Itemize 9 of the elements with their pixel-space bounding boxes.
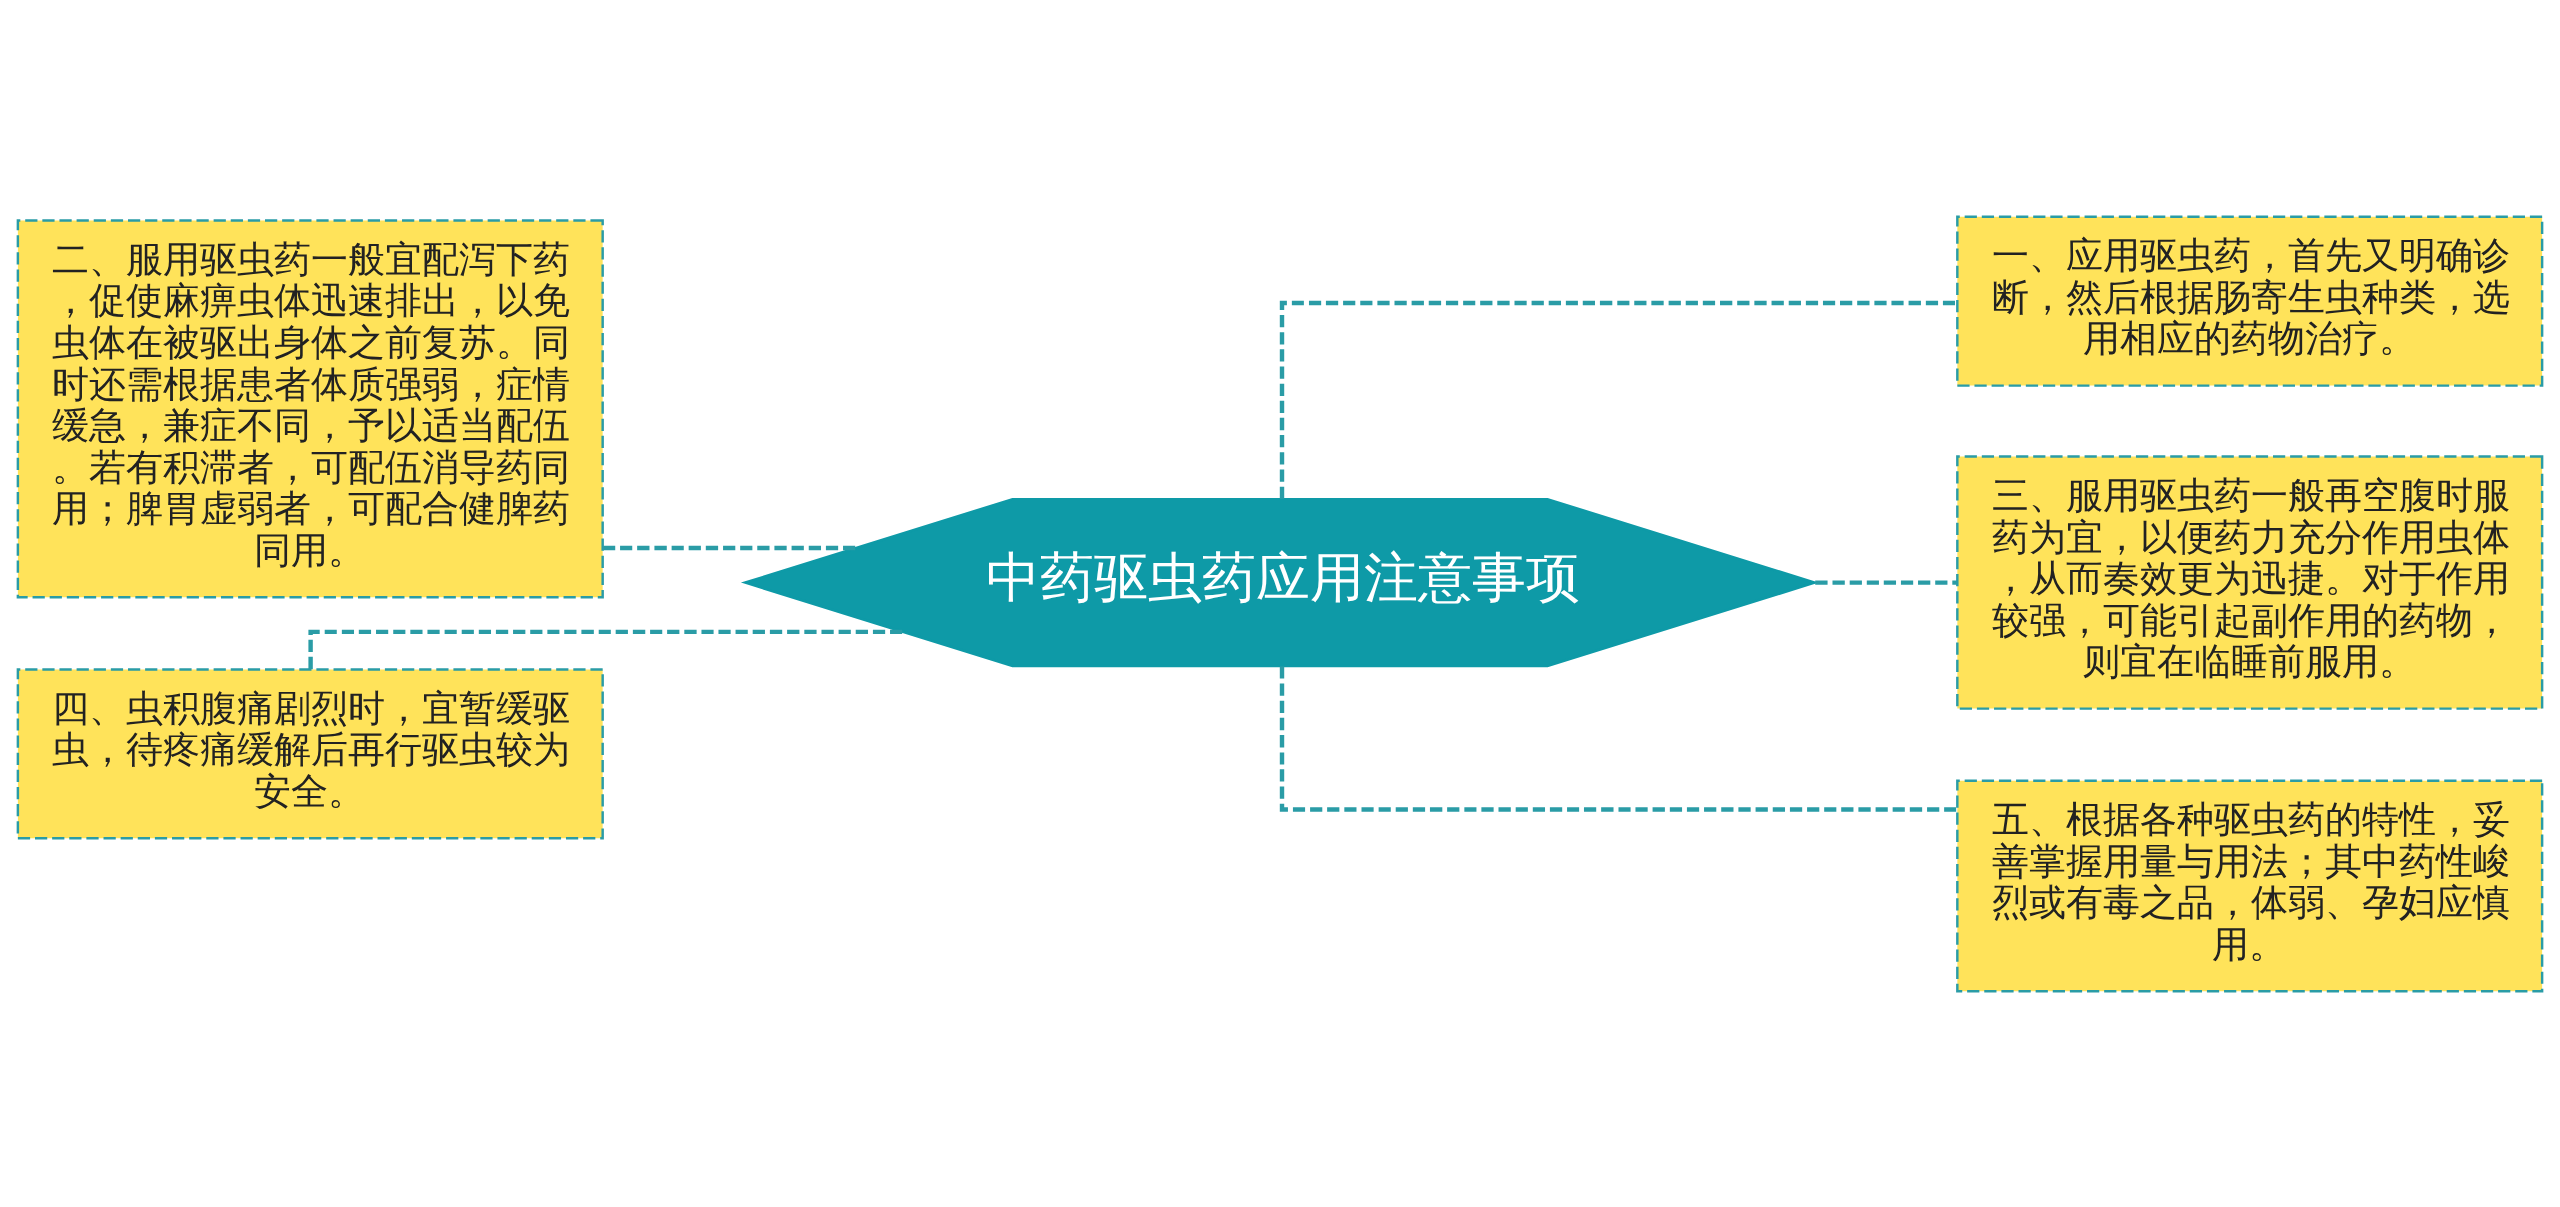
node-box: 五、根据各种驱虫药的特性，妥善掌握用量与用法；其中药性峻烈或有毒之品，体弱、孕妇应慎用。 — [1956, 779, 2544, 992]
node-box: 四、虫积腹痛剧烈时，宜暂缓驱虫，待疼痛缓解后再行驱虫较为安全。 — [16, 667, 604, 839]
node-box: 二、服用驱虫药一般宜配泻下药，促使麻痹虫体迅速排出，以免虫体在被驱出身体之前复苏。同时还需根据患者体质强弱，症情缓急，兼症不同，予以适当配伍。若有积滞者，可配伍消导药同用；脾胃虚弱者，可配合健脾药同用。 — [16, 218, 604, 598]
connector — [603, 545, 856, 550]
connector — [1279, 300, 1957, 499]
node-box: 一、应用驱虫药，首先又明确诊断，然后根据肠寄生虫种类，选用相应的药物治疗。 — [1956, 215, 2544, 387]
node-box: 三、服用驱虫药一般再空腹时服药为宜，以便药力充分作用虫体，从而奏效更为迅捷。对于作用较强，可能引起副作用的药物，则宜在临睡前服用。 — [1956, 454, 2544, 710]
connector — [1815, 579, 1958, 585]
connector — [1279, 665, 1957, 812]
